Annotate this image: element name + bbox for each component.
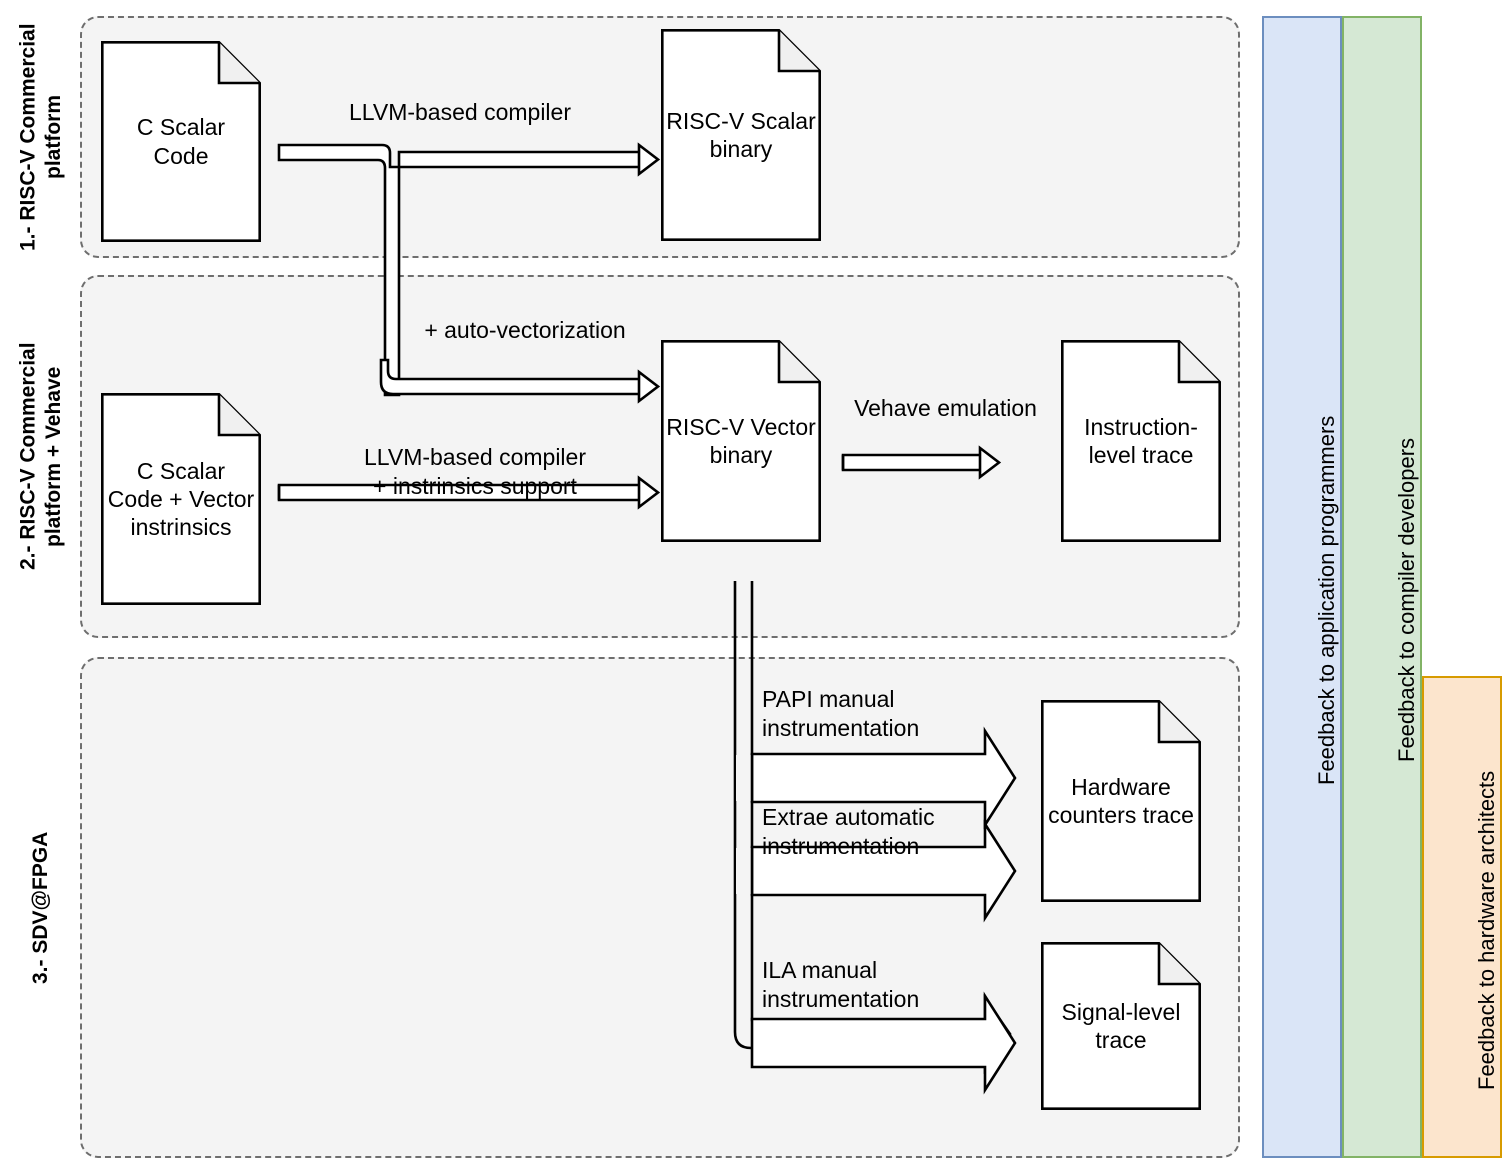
section-label-3: 3.- SDV@FPGA: [29, 831, 53, 984]
document-signal-level-trace: Signal-level trace: [1041, 942, 1201, 1110]
feedback-bar-label: Feedback to compiler developers: [1394, 437, 1419, 763]
feedback-bar-application-programmers[interactable]: Feedback to application programmers: [1262, 16, 1342, 1158]
feedback-bar-label: Feedback to application programmers: [1314, 415, 1339, 785]
edge-label-auto-vectorization: + auto-vectorization: [424, 317, 626, 343]
document-c-scalar-code: C Scalar Code: [101, 41, 261, 242]
section-label-1: 1.- RISC-V Commercial platform: [16, 23, 65, 251]
feedback-bar-hardware-architects[interactable]: Feedback to hardware architects: [1422, 676, 1502, 1158]
feedback-bar-label: Feedback to hardware architects: [1474, 770, 1499, 1090]
document-riscv-vector-binary: RISC-V Vector binary: [661, 340, 821, 542]
document-label: C Scalar Code + Vector instrinsics: [107, 457, 255, 541]
document-riscv-scalar-binary: RISC-V Scalar binary: [661, 29, 821, 241]
feedback-bar-compiler-developers[interactable]: Feedback to compiler developers: [1342, 16, 1422, 1158]
document-label: RISC-V Scalar binary: [666, 107, 816, 162]
document-instruction-level-trace: Instruction- level trace: [1061, 340, 1221, 542]
document-label: Instruction- level trace: [1084, 413, 1198, 468]
edge-label-llvm-compiler: LLVM-based compiler: [348, 99, 571, 125]
document-label: Hardware counters trace: [1048, 773, 1194, 828]
section-label-2: 2.- RISC-V Commercial platform + Vehave: [16, 342, 65, 571]
document-c-scalar-code-vector-intrinsics: C Scalar Code + Vector instrinsics: [101, 393, 261, 605]
document-hardware-counters-trace: Hardware counters trace: [1041, 700, 1201, 902]
edge-label-ila-instrumentation: ILA manual instrumentation: [762, 957, 920, 1012]
edge-label-extrae-instrumentation: Extrae automatic instrumentation: [762, 804, 935, 859]
edge-label-llvm-intrinsics: LLVM-based compiler + instrinsics suppor…: [363, 444, 586, 499]
document-label: Signal-level trace: [1061, 998, 1181, 1053]
document-label: RISC-V Vector binary: [666, 413, 816, 468]
edge-label-papi-instrumentation: PAPI manual instrumentation: [762, 686, 920, 741]
edge-label-vehave-emulation: Vehave emulation: [854, 395, 1037, 421]
document-label: C Scalar Code: [136, 114, 226, 169]
